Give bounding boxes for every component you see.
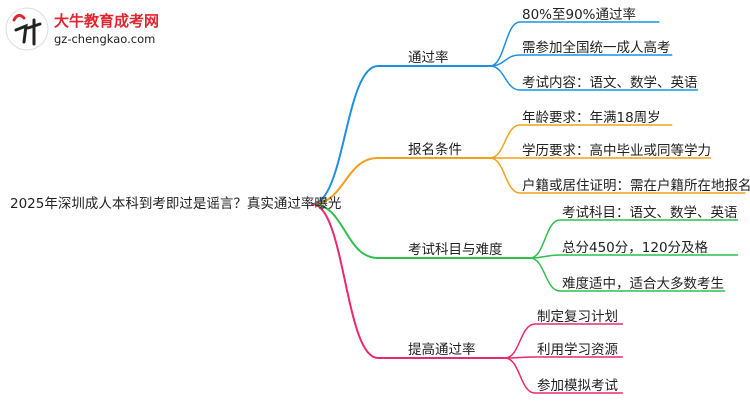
leaf-age-requirement: 年龄要求：年满18周岁 — [522, 110, 661, 126]
leaf-learning-resources: 利用学习资源 — [537, 342, 618, 358]
logo-name: 大牛教育成考网 — [54, 12, 160, 30]
leaf-connector — [489, 54, 673, 67]
leaf-residence-requirement: 户籍或居住证明：需在户籍所在地报名 — [522, 178, 750, 194]
leaf-study-plan: 制定复习计划 — [537, 309, 618, 325]
branch-registration: 报名条件 — [408, 142, 462, 158]
leaf-connector — [529, 219, 739, 259]
leaf-total-score: 总分450分，120分及格 — [562, 240, 709, 256]
leaf-education-requirement: 学历要求：高中毕业或同等学力 — [522, 143, 711, 159]
root-topic: 2025年深圳成人本科到考即过是谣言？真实通过率曝光 — [10, 196, 342, 212]
leaf-connector — [489, 124, 673, 159]
leaf-connector — [489, 65, 699, 91]
leaf-connector — [489, 21, 660, 67]
leaf-difficulty: 难度适中，适合大多数考生 — [562, 276, 724, 292]
leaf-connector — [529, 254, 739, 259]
branch-connector — [311, 203, 531, 259]
branch-pass-rate: 通过率 — [408, 50, 449, 66]
branch-connector — [311, 157, 491, 205]
branch-subjects-difficulty: 考试科目与难度 — [408, 242, 503, 258]
leaf-connector — [504, 323, 624, 359]
leaf-connector — [504, 357, 624, 394]
leaf-national-exam: 需参加全国统一成人高考 — [522, 40, 671, 56]
leaf-connector — [504, 356, 624, 359]
leaf-mock-exam: 参加模拟考试 — [537, 378, 618, 394]
site-logo: 大牛教育成考网 gz-chengkao.com — [4, 6, 164, 52]
logo-url: gz-chengkao.com — [54, 32, 156, 46]
leaf-exam-subjects: 考试科目：语文、数学、英语 — [562, 205, 738, 221]
branch-connector — [311, 203, 506, 359]
leaf-connector — [489, 157, 746, 194]
leaf-connector — [529, 257, 726, 292]
leaf-pass-rate-range: 80%至90%通过率 — [522, 7, 637, 23]
branch-improve-pass-rate: 提高通过率 — [408, 342, 476, 358]
branch-connector — [311, 65, 491, 205]
bull-logo-icon — [5, 7, 49, 51]
leaf-exam-content: 考试内容：语文、数学、英语 — [522, 75, 698, 91]
